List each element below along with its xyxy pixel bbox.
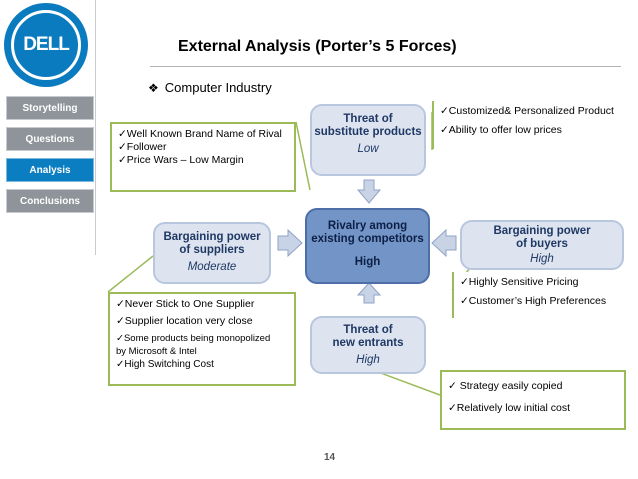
nav-analysis[interactable]: Analysis [6, 158, 94, 182]
force-substitutes: Threat of substitute products Low [310, 104, 426, 176]
note-suppliers-item: ✓Never Stick to One Supplier [116, 298, 255, 310]
callout-line-entrants [377, 371, 441, 396]
subtitle: ❖ Computer Industry [148, 80, 272, 95]
note-suppliers: ✓Never Stick to One Supplier ✓Supplier l… [108, 292, 296, 386]
logo-ring: DELL [11, 10, 81, 80]
note-substitutes: ✓Customized& Personalized Product ✓Abili… [432, 101, 620, 149]
page-number: 14 [324, 452, 336, 463]
force-buyers: Bargaining power of buyers High [460, 220, 624, 270]
arrow-right-icon [277, 228, 303, 258]
note-buyers-item: ✓Highly Sensitive Pricing [460, 276, 579, 288]
force-buyers-line1: Bargaining power [493, 225, 591, 237]
callout-line-rivalry [295, 121, 311, 191]
note-substitutes-item: ✓Customized& Personalized Product [440, 105, 614, 117]
force-entrants: Threat of new entrants High [310, 316, 426, 374]
force-buyers-line2: of buyers [516, 238, 568, 250]
note-substitutes-item: ✓Ability to offer low prices [440, 124, 562, 136]
force-rivalry-level: High [354, 256, 381, 268]
note-buyers: ✓Highly Sensitive Pricing ✓Customer’s Hi… [452, 272, 627, 318]
arrow-left-icon [431, 228, 457, 258]
note-suppliers-item: ✓Supplier location very close [116, 315, 253, 327]
force-rivalry-line1: Rivalry among [327, 220, 408, 232]
nav-questions[interactable]: Questions [6, 127, 94, 151]
note-rivalry: ✓Well Known Brand Name of Rival ✓Followe… [110, 122, 296, 192]
force-substitutes-line2: substitute products [314, 126, 422, 138]
page-title: External Analysis (Porter’s 5 Forces) [178, 38, 457, 55]
force-entrants-line2: new entrants [332, 337, 404, 349]
title-rule [150, 66, 621, 67]
logo-text: DELL [23, 34, 70, 55]
note-entrants-item: ✓ Strategy easily copied [448, 380, 563, 392]
nav-conclusions[interactable]: Conclusions [6, 189, 94, 213]
note-entrants-item: ✓Relatively low initial cost [448, 402, 571, 414]
force-rivalry: Rivalry among existing competitors High [305, 208, 430, 284]
note-suppliers-item: by Microsoft & Intel [116, 346, 197, 357]
callout-line-suppliers [107, 255, 154, 293]
force-substitutes-line1: Threat of [343, 113, 393, 125]
force-entrants-level: High [356, 354, 380, 366]
force-entrants-line1: Threat of [343, 324, 393, 336]
note-rivalry-item: ✓Follower [118, 141, 167, 153]
diamond-bullet-icon: ❖ [148, 81, 159, 95]
force-suppliers: Bargaining power of suppliers Moderate [153, 222, 271, 284]
dell-logo: DELL [4, 3, 88, 87]
force-suppliers-line2: of suppliers [179, 244, 245, 256]
note-rivalry-item: ✓Price Wars – Low Margin [118, 154, 244, 166]
arrow-down-icon [356, 179, 382, 204]
note-suppliers-item: ✓Some products being monopolized [116, 333, 271, 344]
note-buyers-item: ✓Customer’s High Preferences [460, 295, 607, 307]
subtitle-text: Computer Industry [164, 80, 272, 95]
note-suppliers-item: ✓High Switching Cost [116, 359, 214, 370]
arrow-up-icon [356, 282, 382, 304]
force-substitutes-level: Low [357, 143, 379, 155]
force-suppliers-level: Moderate [187, 261, 237, 273]
force-suppliers-line1: Bargaining power [163, 231, 261, 243]
note-entrants: ✓ Strategy easily copied ✓Relatively low… [440, 370, 626, 430]
force-rivalry-line2: existing competitors [311, 233, 424, 245]
sidebar-divider [95, 0, 96, 255]
nav-storytelling[interactable]: Storytelling [6, 96, 94, 120]
force-buyers-level: High [530, 253, 554, 265]
note-rivalry-item: ✓Well Known Brand Name of Rival [118, 128, 282, 140]
